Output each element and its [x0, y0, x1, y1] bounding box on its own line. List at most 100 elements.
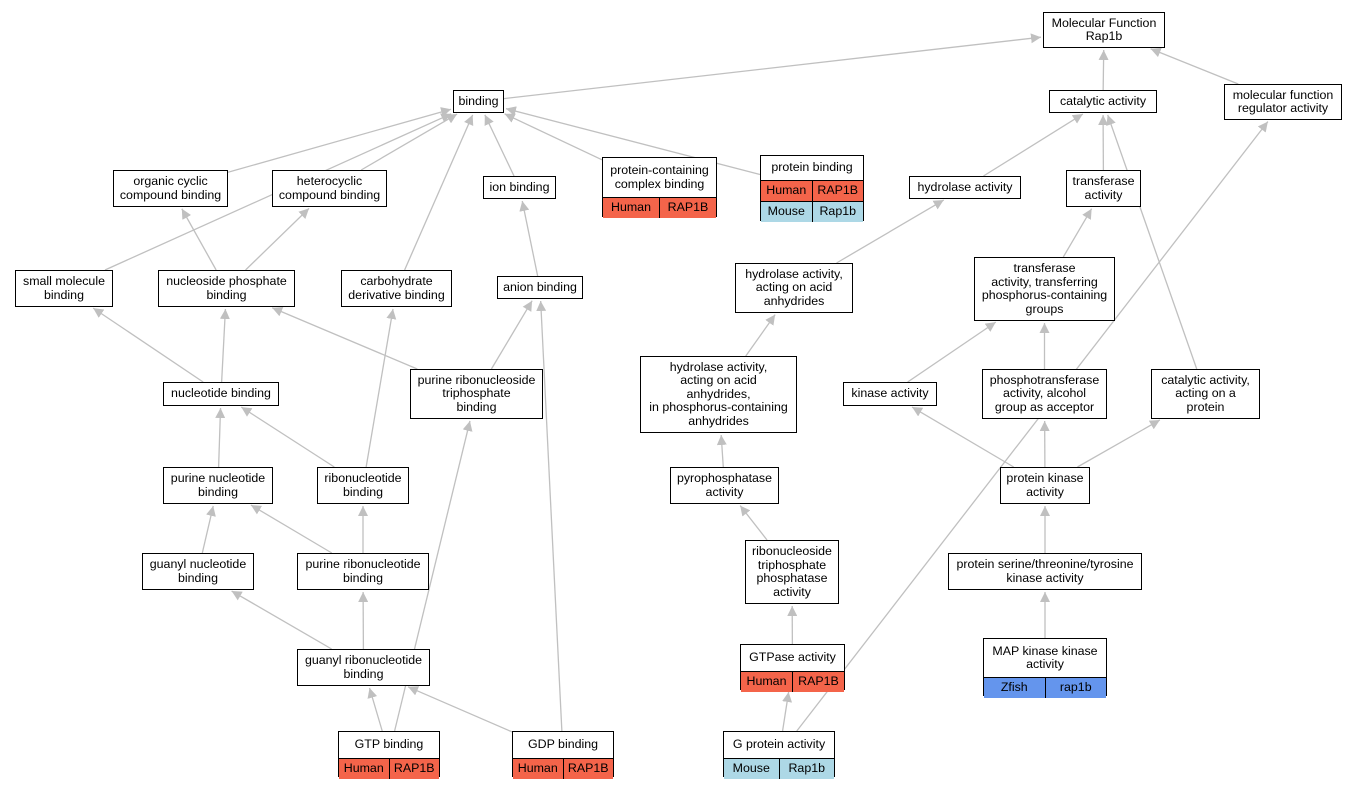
node-label: nucleotide binding [171, 386, 271, 401]
node-heterocyclic-compound-binding[interactable]: heterocyclic compound binding [272, 170, 387, 207]
node-protein-serine-threonine-tyrosine-kinase-activity[interactable]: protein serine/threonine/tyrosine kinase… [948, 553, 1142, 590]
edge-gtp_binding-to-guanyl_ribonucleotide [367, 687, 383, 732]
node-gtp-binding[interactable]: GTP binding Human RAP1B [338, 731, 440, 779]
edge-nucleotide_binding-to-nucleoside_phosphate [219, 308, 230, 383]
node-label: GTP binding [354, 737, 424, 752]
annotation-row: Human RAP1B [761, 180, 863, 201]
node-label: kinase activity [851, 386, 929, 401]
node-protein-binding[interactable]: protein binding Human RAP1B Mouse Rap1b [760, 155, 864, 222]
edge-gdp_binding-to-guanyl_ribonucleotide [407, 686, 513, 733]
node-label: purine nucleotide binding [170, 471, 266, 499]
node-label: guanyl ribonucleotide binding [304, 653, 423, 681]
node-map-kinase-kinase-activity[interactable]: MAP kinase kinase activity Zfish rap1b [983, 638, 1107, 698]
edge-purine_ribonucleoside_tp-to-nucleoside_phosphate [271, 307, 418, 370]
edge-hydrolase_acid-to-hydrolase [836, 199, 945, 264]
node-carbohydrate-derivative-binding[interactable]: carbohydrate derivative binding [341, 270, 452, 307]
node-ribonucleotide-binding[interactable]: ribonucleotide binding [317, 467, 409, 504]
edge-catalytic_protein-to-catalytic [1106, 114, 1198, 370]
edge-ribonucleotide-to-carbohydrate [365, 308, 397, 468]
node-nucleotide-binding[interactable]: nucleotide binding [163, 382, 279, 406]
node-label: purine ribonucleotide binding [305, 557, 421, 585]
edge-hetero_cyclic-to-binding [360, 113, 458, 171]
node-g-protein-activity[interactable]: G protein activity Mouse Rap1b [723, 731, 835, 779]
node-label: MAP kinase kinase activity [992, 643, 1098, 671]
annotation-species: Human [517, 761, 558, 776]
node-guanyl-nucleotide-binding[interactable]: guanyl nucleotide binding [142, 553, 254, 590]
node-label: transferase activity [1072, 174, 1135, 202]
node-label: catalytic activity, acting on a protein [1161, 372, 1250, 414]
edge-protein_kinase-to-kinase [911, 406, 1014, 468]
edge-guanyl_nucleotide-to-purine_nucleotide [201, 505, 216, 554]
edge-carbohydrate-to-binding [404, 114, 474, 271]
node-purine-ribonucleotide-binding[interactable]: purine ribonucleotide binding [297, 553, 429, 590]
node-label: protein binding [771, 160, 853, 175]
node-protein-containing-complex-binding[interactable]: protein-containing complex binding Human… [602, 157, 717, 218]
node-protein-kinase-activity[interactable]: protein kinase activity [1000, 467, 1090, 504]
node-catalytic-activity[interactable]: catalytic activity [1049, 90, 1157, 113]
edge-catalytic-to-mf_root [1098, 49, 1109, 91]
node-gtpase-activity[interactable]: GTPase activity Human RAP1B [740, 644, 845, 692]
edge-org_cyclic-to-binding [227, 107, 452, 173]
node-transferase-phosphorus-groups[interactable]: transferase activity, transferring phosp… [974, 257, 1115, 321]
annotation-species: Human [343, 761, 384, 776]
node-binding[interactable]: binding [453, 90, 504, 113]
node-label: small molecule binding [23, 274, 105, 302]
node-organic-cyclic-compound-binding[interactable]: organic cyclic compound binding [113, 170, 228, 207]
edge-nucleoside_phosphate-to-org_cyclic [181, 208, 217, 271]
edge-g_protein-to-mf_regulator [796, 121, 1269, 732]
node-molecular-function-regulator-activity[interactable]: molecular function regulator activity [1224, 84, 1342, 120]
annotation-species: Human [746, 674, 787, 689]
node-phosphotransferase-alcohol-acceptor[interactable]: phosphotransferase activity, alcohol gro… [982, 369, 1107, 419]
node-label: protein-containing complex binding [610, 163, 709, 191]
node-label: hydrolase activity [917, 179, 1013, 194]
node-label: catalytic activity [1059, 93, 1147, 108]
node-ion-binding[interactable]: ion binding [483, 176, 556, 199]
node-label: ribonucleoside triphosphate phosphatase … [752, 544, 832, 599]
node-hydrolase-phosphorus-anhydrides[interactable]: hydrolase activity, acting on acid anhyd… [640, 356, 797, 433]
annotation-gene: RAP1B [659, 198, 716, 218]
annotation-species: Human [611, 200, 651, 215]
node-kinase-activity[interactable]: kinase activity [843, 382, 937, 406]
node-molecular-function-root[interactable]: Molecular Function Rap1b [1043, 12, 1165, 48]
edge-mf_regulator-to-mf_root [1150, 47, 1239, 85]
node-transferase-activity[interactable]: transferase activity [1066, 170, 1141, 207]
node-hydrolase-acting-on-acid-anhydrides[interactable]: hydrolase activity, acting on acid anhyd… [735, 263, 853, 313]
annotation-gene: RAP1B [562, 759, 614, 779]
node-guanyl-ribonucleotide-binding[interactable]: guanyl ribonucleotide binding [297, 649, 430, 686]
node-label: ion binding [489, 179, 550, 194]
edge-purine_ribonucleotide-to-purine_nucleotide [250, 504, 333, 554]
node-pyrophosphatase-activity[interactable]: pyrophosphatase activity [670, 467, 779, 504]
node-label: binding [458, 93, 499, 108]
annotation-row: Mouse Rap1b [761, 201, 863, 222]
annotation-species: Human [766, 183, 807, 198]
edge-hydrolase-to-catalytic [983, 113, 1084, 177]
node-label: heterocyclic compound binding [278, 174, 381, 202]
node-hydrolase-activity[interactable]: hydrolase activity [909, 176, 1021, 199]
annotation-row: Human RAP1B [603, 197, 716, 218]
annotation-species: Mouse [767, 204, 805, 219]
edge-ribonucleotide-to-nucleotide_binding [240, 406, 335, 468]
node-catalytic-activity-acting-on-protein[interactable]: catalytic activity, acting on a protein [1151, 369, 1260, 419]
node-label: Molecular Function Rap1b [1051, 15, 1157, 43]
node-nucleoside-phosphate-binding[interactable]: nucleoside phosphate binding [158, 270, 295, 307]
node-label: hydrolase activity, acting on acid anhyd… [649, 359, 788, 428]
node-purine-ribonucleoside-triphosphate-binding[interactable]: purine ribonucleoside triphosphate bindi… [410, 369, 543, 419]
annotation-row: Human RAP1B [513, 758, 613, 779]
node-gdp-binding[interactable]: GDP binding Human RAP1B [512, 731, 614, 779]
node-anion-binding[interactable]: anion binding [497, 276, 583, 299]
edge-nucleotide_binding-to-small_molecule [92, 307, 204, 383]
edge-protein_complex-to-binding [504, 113, 603, 161]
node-label: GDP binding [527, 737, 599, 752]
edge-protein_kinase-to-catalytic_protein [1077, 419, 1161, 468]
annotation-row: Human RAP1B [741, 671, 844, 692]
edge-ion_binding-to-binding [484, 114, 515, 177]
node-label: GTPase activity [749, 650, 836, 665]
node-small-molecule-binding[interactable]: small molecule binding [15, 270, 113, 307]
edge-pyrophosphatase-to-hydrolase_acid_phos [716, 434, 727, 468]
node-label: organic cyclic compound binding [119, 174, 222, 202]
node-purine-nucleotide-binding[interactable]: purine nucleotide binding [163, 467, 273, 504]
node-label: protein serine/threonine/tyrosine kinase… [956, 557, 1134, 585]
node-label: carbohydrate derivative binding [348, 274, 445, 302]
node-label: G protein activity [732, 737, 826, 752]
node-ribonucleoside-triphosphate-phosphatase-activity[interactable]: ribonucleoside triphosphate phosphatase … [745, 540, 839, 604]
